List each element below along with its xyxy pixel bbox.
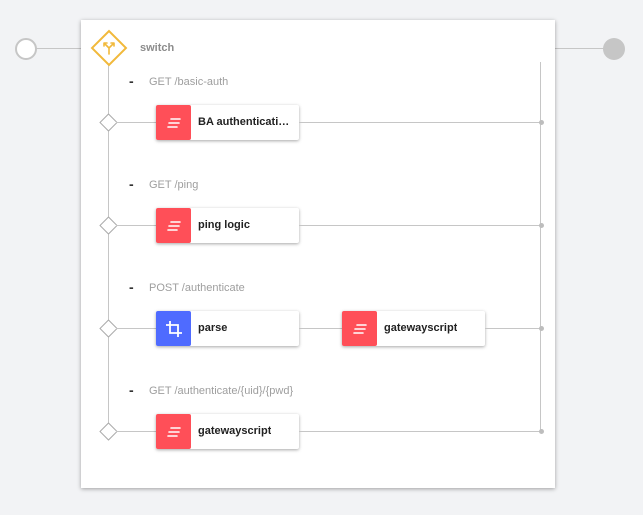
start-connector	[35, 48, 97, 49]
case-condition-authenticate[interactable]: POST /authenticate	[149, 282, 245, 294]
case-connector	[116, 122, 156, 123]
policy-node-gatewayscript[interactable]: gatewayscript	[342, 311, 485, 346]
case-marker: -	[129, 176, 134, 192]
switch-right-merge-line	[540, 62, 541, 432]
case-connector	[485, 328, 540, 329]
case-end-dot	[539, 120, 544, 125]
case-marker: -	[129, 382, 134, 398]
switch-title: switch	[140, 42, 175, 54]
crop-icon	[156, 311, 191, 346]
flow-end-node[interactable]	[603, 38, 625, 60]
flow-start-node[interactable]	[15, 38, 37, 60]
case-end-dot	[539, 223, 544, 228]
branch-icon	[103, 42, 115, 55]
case-connector	[116, 328, 156, 329]
policy-node-label: parse	[198, 322, 228, 334]
case-end-dot	[539, 326, 544, 331]
case-connector	[116, 225, 156, 226]
script-lines-icon	[156, 208, 191, 243]
policy-node-label: ping logic	[198, 219, 250, 231]
case-connector	[299, 328, 342, 329]
case-marker: -	[129, 279, 134, 295]
policy-node-label: gatewayscript	[198, 425, 272, 437]
policy-node-label: BA authenticati…	[198, 116, 290, 128]
switch-container	[81, 20, 555, 488]
case-condition-basic-auth[interactable]: GET /basic-auth	[149, 76, 229, 88]
case-marker: -	[129, 73, 134, 89]
case-connector	[299, 122, 540, 123]
script-lines-icon	[342, 311, 377, 346]
case-end-dot	[539, 429, 544, 434]
case-connector	[299, 431, 540, 432]
case-connector	[116, 431, 156, 432]
policy-node-ba-authentication[interactable]: BA authenticati…	[156, 105, 299, 140]
policy-node-ping-logic[interactable]: ping logic	[156, 208, 299, 243]
end-connector	[542, 48, 604, 49]
script-lines-icon	[156, 105, 191, 140]
policy-node-label: gatewayscript	[384, 322, 458, 334]
switch-left-trunk	[108, 60, 109, 432]
case-condition-authenticate-uid-pwd[interactable]: GET /authenticate/{uid}/{pwd}	[149, 385, 294, 397]
policy-node-parse[interactable]: parse	[156, 311, 299, 346]
policy-node-gatewayscript[interactable]: gatewayscript	[156, 414, 299, 449]
case-connector	[299, 225, 540, 226]
script-lines-icon	[156, 414, 191, 449]
case-condition-ping[interactable]: GET /ping	[149, 179, 199, 191]
